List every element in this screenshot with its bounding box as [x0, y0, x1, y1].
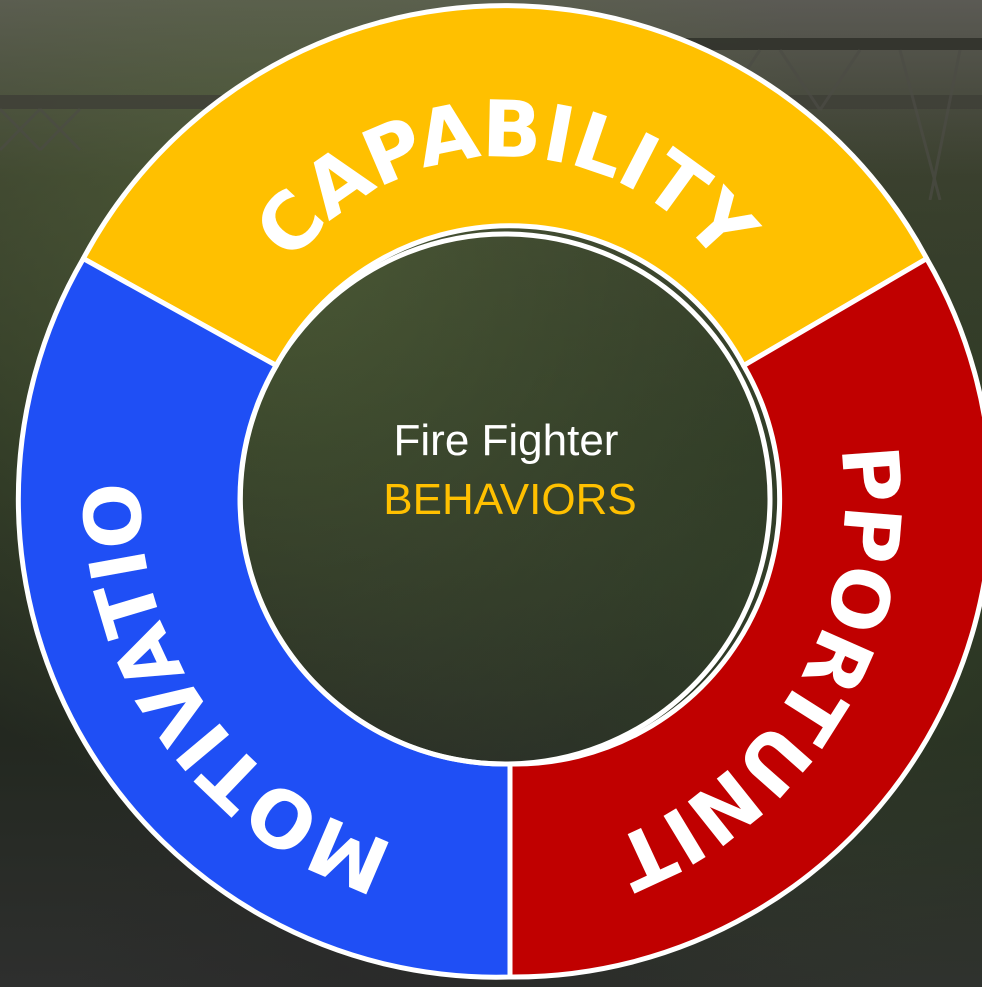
center-circle — [237, 231, 773, 767]
capability-segment — [80, 3, 930, 369]
center-title-line2: BEHAVIORS — [383, 475, 636, 524]
center-title-line1: Fire Fighter — [394, 416, 619, 465]
opportunity-segment — [507, 256, 982, 980]
